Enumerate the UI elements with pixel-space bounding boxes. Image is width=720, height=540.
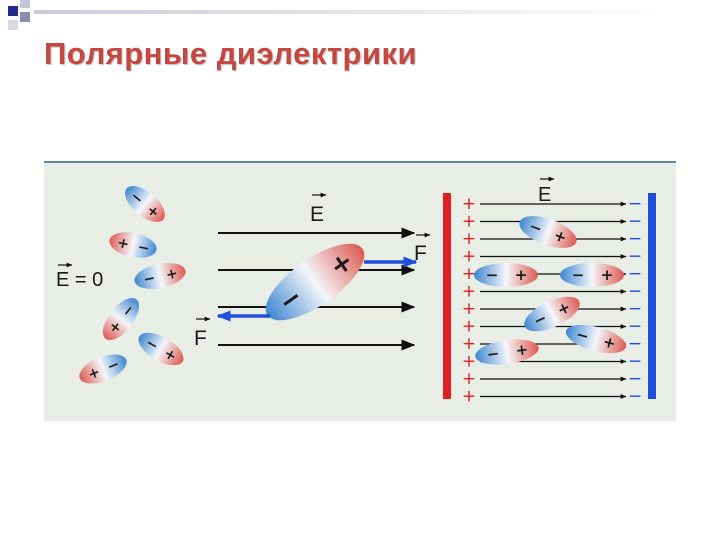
minus-charge: − [628, 229, 642, 249]
force-label-right: F [414, 242, 427, 265]
svg-text:+: + [86, 364, 103, 383]
plus-charge: + [462, 229, 476, 249]
dipole: − + [475, 339, 539, 365]
minus-charge: − [628, 194, 642, 214]
plus-charge: + [462, 212, 476, 232]
plus-charge: + [462, 317, 476, 337]
svg-text:+: + [514, 340, 529, 360]
svg-text:−: − [486, 344, 501, 364]
force-label-left: F [194, 327, 207, 350]
corner-square [20, 12, 30, 22]
panel-single-dipole: E − + F F [194, 192, 431, 351]
minus-charge: − [628, 352, 642, 372]
panel-no-field: − + + − − + + − − + + − E = 0 [56, 186, 186, 384]
plus-charge: + [462, 352, 476, 372]
slide-title: Полярные диэлектрики [44, 36, 418, 71]
svg-text:−: − [574, 325, 591, 346]
dipole: − + [125, 186, 165, 222]
field-zero-label: E = 0 [56, 269, 103, 291]
corner-decoration [8, 0, 684, 30]
plus-charge: + [462, 369, 476, 389]
svg-text:+: + [601, 332, 618, 353]
plus-charge: + [462, 387, 476, 407]
dipole: + − [102, 297, 140, 341]
plus-charge: + [462, 299, 476, 319]
minus-charge: − [628, 247, 642, 267]
svg-text:−: − [572, 266, 585, 284]
minus-charge: − [628, 282, 642, 302]
svg-text:+: + [515, 266, 528, 284]
svg-text:+: + [601, 266, 614, 284]
dipole: − + [565, 324, 627, 354]
dipole: − + [519, 216, 577, 248]
dipole: + − [79, 354, 127, 384]
plus-charge: + [462, 194, 476, 214]
svg-text:+: + [116, 235, 131, 253]
plus-charge: + [462, 282, 476, 302]
plus-charge: + [462, 334, 476, 354]
svg-text:+: + [165, 265, 180, 283]
plus-charge: + [462, 264, 476, 284]
corner-square [8, 6, 18, 16]
minus-charge: − [628, 369, 642, 389]
svg-text:+: + [551, 226, 569, 247]
dipole: − + [134, 263, 186, 289]
svg-text:−: − [527, 217, 545, 238]
positive-plate [443, 193, 451, 399]
positive-charges: ++++++++++++ [462, 194, 476, 407]
negative-charges: −−−−−−−−−−−− [628, 194, 642, 407]
plus-charge: + [462, 247, 476, 267]
corner-square [8, 20, 18, 30]
svg-text:−: − [136, 239, 151, 257]
field-label: E [310, 203, 324, 226]
dipole-large: − + [265, 243, 365, 321]
minus-charge: − [628, 299, 642, 319]
dipole: − + [524, 296, 580, 332]
minus-charge: − [628, 387, 642, 407]
dipole: − + [560, 263, 624, 287]
minus-charge: − [628, 334, 642, 354]
negative-plate [648, 193, 656, 399]
corner-square [20, 0, 30, 8]
svg-text:−: − [486, 266, 499, 284]
dipole: − + [138, 332, 184, 366]
dipole: + − [109, 232, 157, 258]
field-label-capacitor: E [538, 184, 551, 206]
dipole: − + [474, 263, 538, 287]
svg-text:−: − [105, 356, 122, 375]
panel-capacitor: ++++++++++++ −−−−−−−−−−−− E − + − + − + … [443, 176, 656, 407]
minus-charge: − [628, 264, 642, 284]
minus-charge: − [628, 317, 642, 337]
polar-dielectric-diagram: − + + − − + + − − + + − E = 0 [44, 161, 676, 421]
minus-charge: − [628, 212, 642, 232]
svg-text:−: − [142, 270, 157, 288]
